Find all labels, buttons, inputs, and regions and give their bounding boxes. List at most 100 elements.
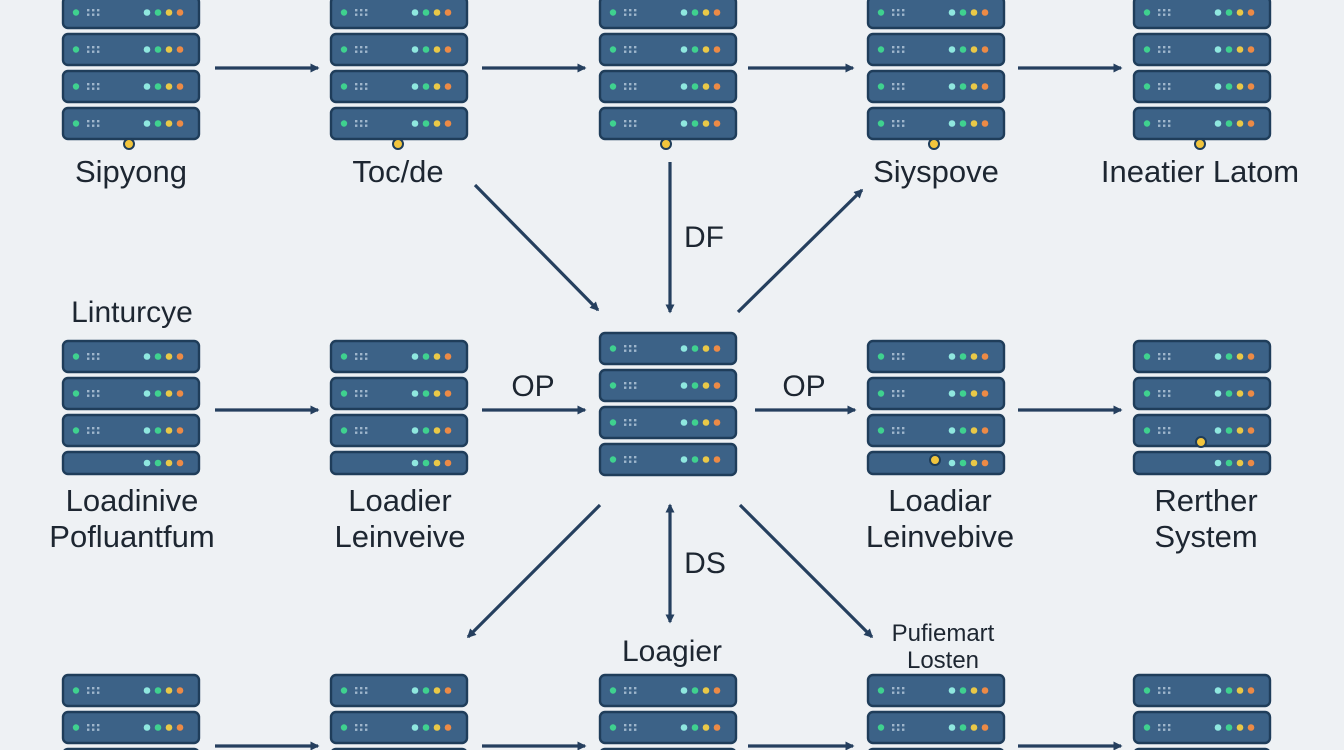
vent-dot: [1168, 353, 1171, 356]
activity-led: [970, 427, 978, 434]
vent-dot: [1158, 431, 1161, 434]
vent-dot: [624, 724, 627, 727]
vent-dot: [87, 124, 90, 127]
vent-dot: [902, 124, 905, 127]
activity-led: [1247, 46, 1255, 53]
activity-led: [1247, 83, 1255, 90]
status-led: [340, 9, 348, 16]
vent-dot: [634, 456, 637, 459]
status-led: [340, 427, 348, 434]
vent-dot: [892, 9, 895, 12]
activity-led: [165, 459, 173, 467]
rack-unit: [598, 0, 738, 30]
activity-led: [948, 459, 956, 467]
activity-led: [444, 687, 452, 694]
rack-unit: [866, 0, 1006, 30]
vent-dot: [629, 9, 632, 12]
node-label-n1-0-line2: Pofluantfum: [49, 519, 214, 554]
vent-dot: [892, 13, 895, 16]
vent-dot: [1163, 353, 1166, 356]
status-led: [72, 120, 80, 127]
activity-led: [165, 46, 173, 53]
activity-led: [981, 459, 989, 467]
vent-dot: [897, 691, 900, 694]
vent-dot: [97, 427, 100, 430]
activity-led: [444, 83, 452, 90]
vent-dot: [629, 120, 632, 123]
activity-led: [154, 353, 162, 360]
vent-dot: [1158, 50, 1161, 53]
vent-dot: [365, 724, 368, 727]
status-led: [1143, 427, 1151, 434]
status-led: [1143, 724, 1151, 731]
activity-led: [970, 724, 978, 731]
activity-led: [444, 46, 452, 53]
vent-dot: [97, 83, 100, 86]
vent-dot: [624, 83, 627, 86]
rack-unit: [866, 69, 1006, 104]
activity-led: [948, 390, 956, 397]
activity-led: [691, 724, 699, 731]
activity-led: [713, 120, 721, 127]
vent-dot: [1163, 394, 1166, 397]
rack-unit: [866, 376, 1006, 411]
activity-led: [176, 687, 184, 694]
rack-unit: [329, 413, 469, 448]
vent-dot: [92, 724, 95, 727]
vent-dot: [629, 13, 632, 16]
vent-dot: [355, 427, 358, 430]
activity-led: [165, 427, 173, 434]
activity-led: [444, 427, 452, 434]
vent-dot: [1163, 124, 1166, 127]
vent-dot: [629, 691, 632, 694]
activity-led: [143, 390, 151, 397]
activity-led: [411, 83, 419, 90]
activity-led: [165, 687, 173, 694]
node-label-n0-4: Ineatier Latom: [1101, 154, 1299, 189]
edge-label-op-right: OP: [782, 370, 825, 403]
vent-dot: [97, 357, 100, 360]
vent-dot: [892, 83, 895, 86]
vent-dot: [1168, 431, 1171, 434]
rack-unit: [61, 32, 201, 67]
status-led: [340, 687, 348, 694]
activity-led: [422, 427, 430, 434]
vent-dot: [897, 394, 900, 397]
node-label-n0-0: Sipyong: [75, 154, 187, 189]
vent-dot: [892, 691, 895, 694]
activity-led: [1225, 390, 1233, 397]
activity-led: [1214, 46, 1222, 53]
server-rack-n1-2: [598, 331, 738, 477]
vent-dot: [634, 349, 637, 352]
vent-dot: [1163, 13, 1166, 16]
status-led: [877, 83, 885, 90]
vent-dot: [902, 390, 905, 393]
vent-dot: [629, 419, 632, 422]
vent-dot: [97, 724, 100, 727]
vent-dot: [1158, 353, 1161, 356]
vent-dot: [624, 87, 627, 90]
activity-led: [1236, 427, 1244, 434]
vent-dot: [92, 124, 95, 127]
activity-led: [422, 687, 430, 694]
node-label-n1-0-line1: Loadinive: [66, 483, 199, 518]
status-led: [609, 46, 617, 53]
activity-led: [1214, 687, 1222, 694]
vent-dot: [624, 423, 627, 426]
vent-dot: [902, 394, 905, 397]
activity-led: [1225, 46, 1233, 53]
status-led: [877, 390, 885, 397]
vent-dot: [892, 46, 895, 49]
caption-n2-2: Loagier: [622, 635, 722, 668]
status-led: [877, 724, 885, 731]
vent-dot: [634, 724, 637, 727]
status-led: [609, 687, 617, 694]
activity-led: [959, 83, 967, 90]
vent-dot: [1163, 431, 1166, 434]
node-label-n1-3-line2: Leinvebive: [866, 519, 1014, 554]
caption-n1-0: Linturcye: [71, 296, 193, 329]
rack-unit: [1132, 0, 1272, 30]
indicator-dot: [660, 138, 672, 150]
vent-dot: [355, 394, 358, 397]
vent-dot: [365, 691, 368, 694]
